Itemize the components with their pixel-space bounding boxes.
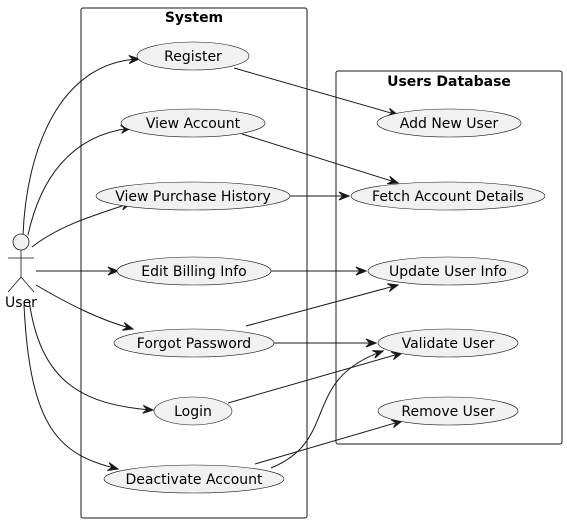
arrowhead (142, 404, 155, 414)
edge-user-to-edit-billing-info (36, 266, 120, 276)
edge-line (245, 284, 399, 327)
edge-view-account-to-fetch-account-details (241, 133, 400, 185)
actor-label: User (5, 295, 37, 311)
usecase-validate-user-label: Validate User (402, 336, 495, 352)
edge-deactivate-account-to-validate-user (270, 350, 385, 469)
edge-forgot-password-to-validate-user (274, 338, 378, 348)
arrowhead (365, 338, 378, 348)
arrowhead (107, 462, 120, 471)
usecase-forgot-password[interactable]: Forgot Password (113, 328, 275, 358)
edge-line (227, 352, 403, 404)
usecase-edit-billing-info[interactable]: Edit Billing Info (116, 256, 272, 286)
edge-line (28, 299, 154, 411)
arrowhead (107, 266, 120, 276)
arrowhead (371, 350, 385, 359)
edge-edit-billing-info-to-update-user-info (271, 266, 368, 276)
usecase-view-account[interactable]: View Account (120, 108, 266, 138)
users-database-package-title: Users Database (387, 74, 511, 90)
usecase-fetch-account-details-label: Fetch Account Details (372, 189, 524, 205)
usecase-remove-user-label: Remove User (401, 404, 494, 420)
edge-line (23, 304, 119, 470)
usecase-register-label: Register (164, 49, 222, 65)
usecase-login-label: Login (174, 404, 212, 420)
edge-view-purchase-history-to-fetch-account-details (290, 191, 351, 201)
edge-forgot-password-to-update-user-info (245, 283, 400, 327)
usecase-validate-user[interactable]: Validate User (377, 328, 519, 358)
actor-body (7, 250, 35, 293)
arrowhead (122, 322, 135, 331)
edge-line (233, 67, 399, 116)
user-actor[interactable]: User (5, 233, 37, 311)
edge-user-to-login (28, 299, 155, 414)
usecase-update-user-info[interactable]: Update User Info (367, 256, 529, 286)
usecase-forgot-password-label: Forgot Password (137, 336, 251, 352)
edge-line (31, 202, 132, 248)
usecase-view-account-label: View Account (146, 116, 241, 132)
usecase-view-purchase-history-label: View Purchase History (115, 189, 271, 205)
arrowhead (355, 266, 368, 276)
usecase-view-purchase-history[interactable]: View Purchase History (95, 181, 291, 211)
usecase-deactivate-account-label: Deactivate Account (126, 472, 264, 488)
arrowhead (387, 175, 400, 185)
edge-user-to-deactivate-account (23, 304, 120, 471)
edge-line (35, 284, 134, 330)
usecase-add-new-user[interactable]: Add New User (376, 108, 522, 138)
usecase-deactivate-account[interactable]: Deactivate Account (103, 464, 285, 494)
actor-head (12, 233, 30, 251)
usecase-update-user-info-label: Update User Info (389, 264, 507, 280)
usecase-add-new-user-label: Add New User (400, 116, 499, 132)
arrowhead (387, 283, 400, 292)
usecase-fetch-account-details[interactable]: Fetch Account Details (350, 181, 546, 211)
arrowhead (338, 191, 351, 201)
usecase-login[interactable]: Login (153, 396, 233, 426)
edge-user-to-register (22, 55, 141, 237)
arrowhead (128, 55, 141, 64)
system-package-title: System (165, 10, 223, 26)
edges (22, 55, 404, 471)
edge-line (27, 127, 132, 236)
edge-user-to-forgot-password (35, 284, 135, 331)
edge-line (22, 58, 140, 237)
edge-line (241, 133, 399, 184)
usecase-remove-user[interactable]: Remove User (377, 396, 519, 426)
edge-line (254, 420, 403, 465)
edge-line (270, 350, 384, 469)
usecase-register[interactable]: Register (136, 41, 250, 71)
usecase-edit-billing-info-label: Edit Billing Info (141, 264, 246, 280)
